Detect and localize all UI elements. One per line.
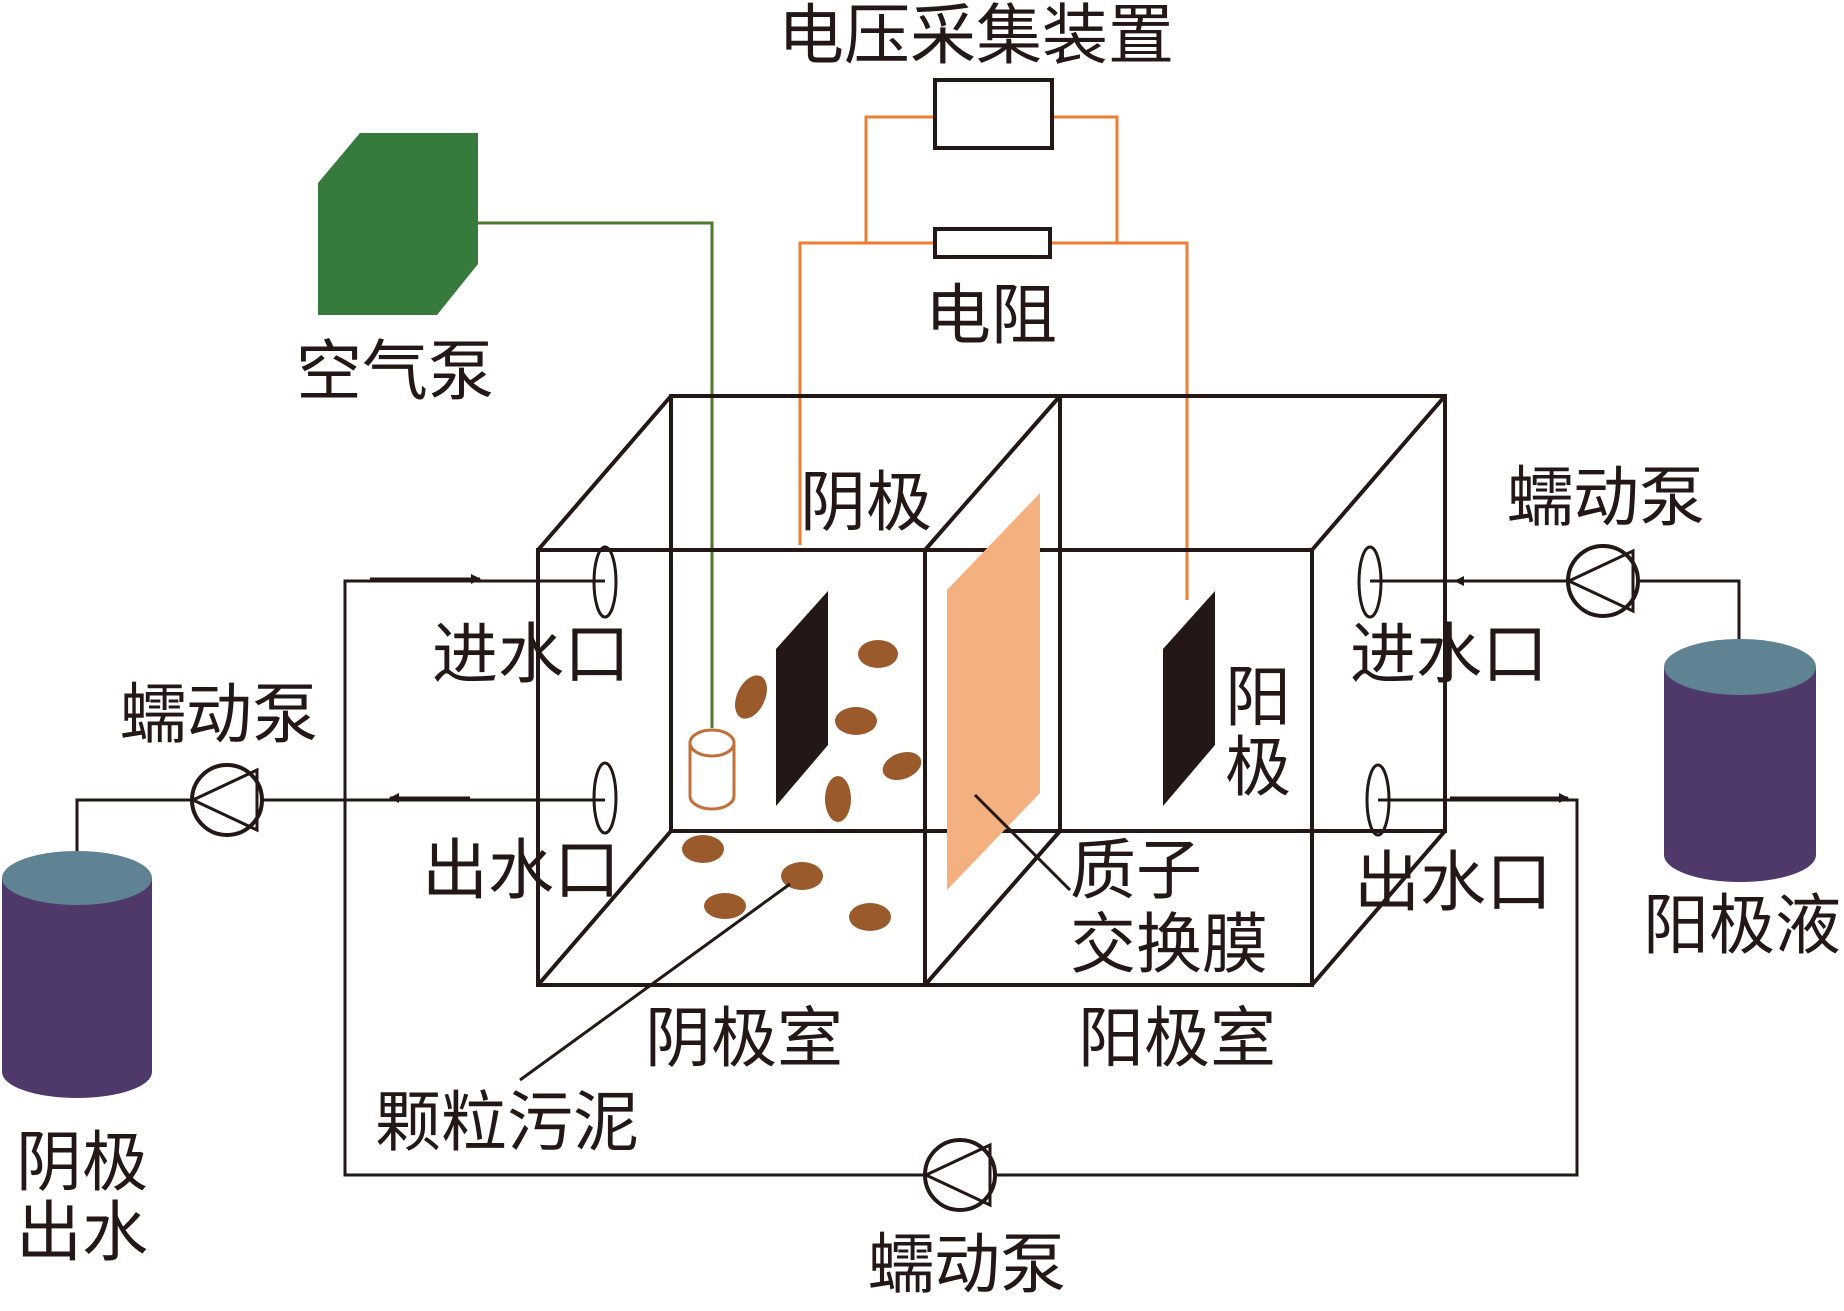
wire-collector-left xyxy=(864,115,935,243)
sludge-particle xyxy=(704,893,746,919)
resistor-label: 电阻 xyxy=(925,277,1057,354)
sludge-particle xyxy=(849,903,891,931)
outlet-label-right: 出水口 xyxy=(1354,844,1552,921)
anode-electrode xyxy=(1163,591,1215,806)
anolyte-label: 阳极液 xyxy=(1643,887,1841,964)
peristaltic-pump-label-bottom: 蠕动泵 xyxy=(868,1226,1066,1303)
inlet-label-left: 进水口 xyxy=(432,616,630,693)
proton-exchange-membrane xyxy=(947,493,1040,890)
sludge-particle xyxy=(825,776,851,822)
outlet-label-left: 出水口 xyxy=(422,832,620,909)
pem-leader xyxy=(973,793,1072,892)
sludge-particle xyxy=(882,751,922,781)
sludge-particle xyxy=(835,707,877,735)
anode-chamber-label: 阳极室 xyxy=(1078,1000,1276,1077)
aerator-icon xyxy=(688,728,736,811)
resistor-icon xyxy=(933,227,1052,259)
tank-top xyxy=(2,851,152,905)
tank-top xyxy=(1664,639,1816,695)
peristaltic-pump-icon xyxy=(189,763,264,837)
voltage-collector-label: 电压采集装置 xyxy=(778,0,1174,74)
anolyte-tank xyxy=(1664,667,1816,882)
peristaltic-pump-icon xyxy=(922,1138,997,1212)
sludge-particle xyxy=(735,675,767,719)
cathode-effluent-tank xyxy=(2,878,152,1098)
tank-icon xyxy=(1664,639,1816,882)
anolyte-feed-pipe xyxy=(1638,579,1741,643)
outlet-port-left xyxy=(592,761,618,835)
wire-resistor-right xyxy=(1050,241,1189,600)
sludge-particle xyxy=(682,835,724,863)
tank-icon xyxy=(2,851,152,1098)
leader-lines xyxy=(519,793,1072,1082)
labels: 阴极 阳 极 蠕动泵 蠕动泵 蠕动泵 进水口 出水口 进水口 出水口 质子 交换… xyxy=(16,459,1841,1303)
cathode-electrode xyxy=(776,591,828,806)
peristaltic-pump-icon xyxy=(1565,544,1640,618)
circuit xyxy=(798,115,1189,600)
peristaltic-pump-label-left: 蠕动泵 xyxy=(120,676,318,753)
sludge-particle xyxy=(781,862,823,890)
wire-collector-right xyxy=(1052,115,1119,243)
granular-sludge-particles xyxy=(682,640,922,931)
reactor-frame xyxy=(536,394,1447,987)
air-pump-label: 空气泵 xyxy=(296,333,494,410)
cathode-effluent-label-2: 出水 xyxy=(16,1194,148,1271)
anode-label-2: 极 xyxy=(1225,729,1291,806)
sludge-particle xyxy=(858,640,898,668)
anode-label-1: 阳 xyxy=(1225,659,1291,736)
cathode-effluent-label-1: 阴极 xyxy=(16,1124,148,1201)
cathode-label: 阴极 xyxy=(800,464,932,541)
inlet-label-right: 进水口 xyxy=(1350,616,1548,693)
voltage-collector-icon xyxy=(933,78,1054,150)
sludge-leader xyxy=(519,882,791,1082)
granular-sludge-label: 颗粒污泥 xyxy=(375,1084,639,1161)
pem-label-1: 质子 xyxy=(1070,832,1202,909)
flow-arrows xyxy=(370,574,1569,803)
wire-cathode xyxy=(798,241,935,545)
effluent-pipe xyxy=(75,798,192,851)
pem-label-2: 交换膜 xyxy=(1070,906,1268,983)
recirculation-pipe-right xyxy=(995,798,1579,1177)
air-line xyxy=(478,221,714,728)
peristaltic-pump-label-right: 蠕动泵 xyxy=(1507,459,1705,536)
air-pump-icon xyxy=(318,133,478,315)
cathode-chamber-label: 阴极室 xyxy=(645,1000,843,1077)
